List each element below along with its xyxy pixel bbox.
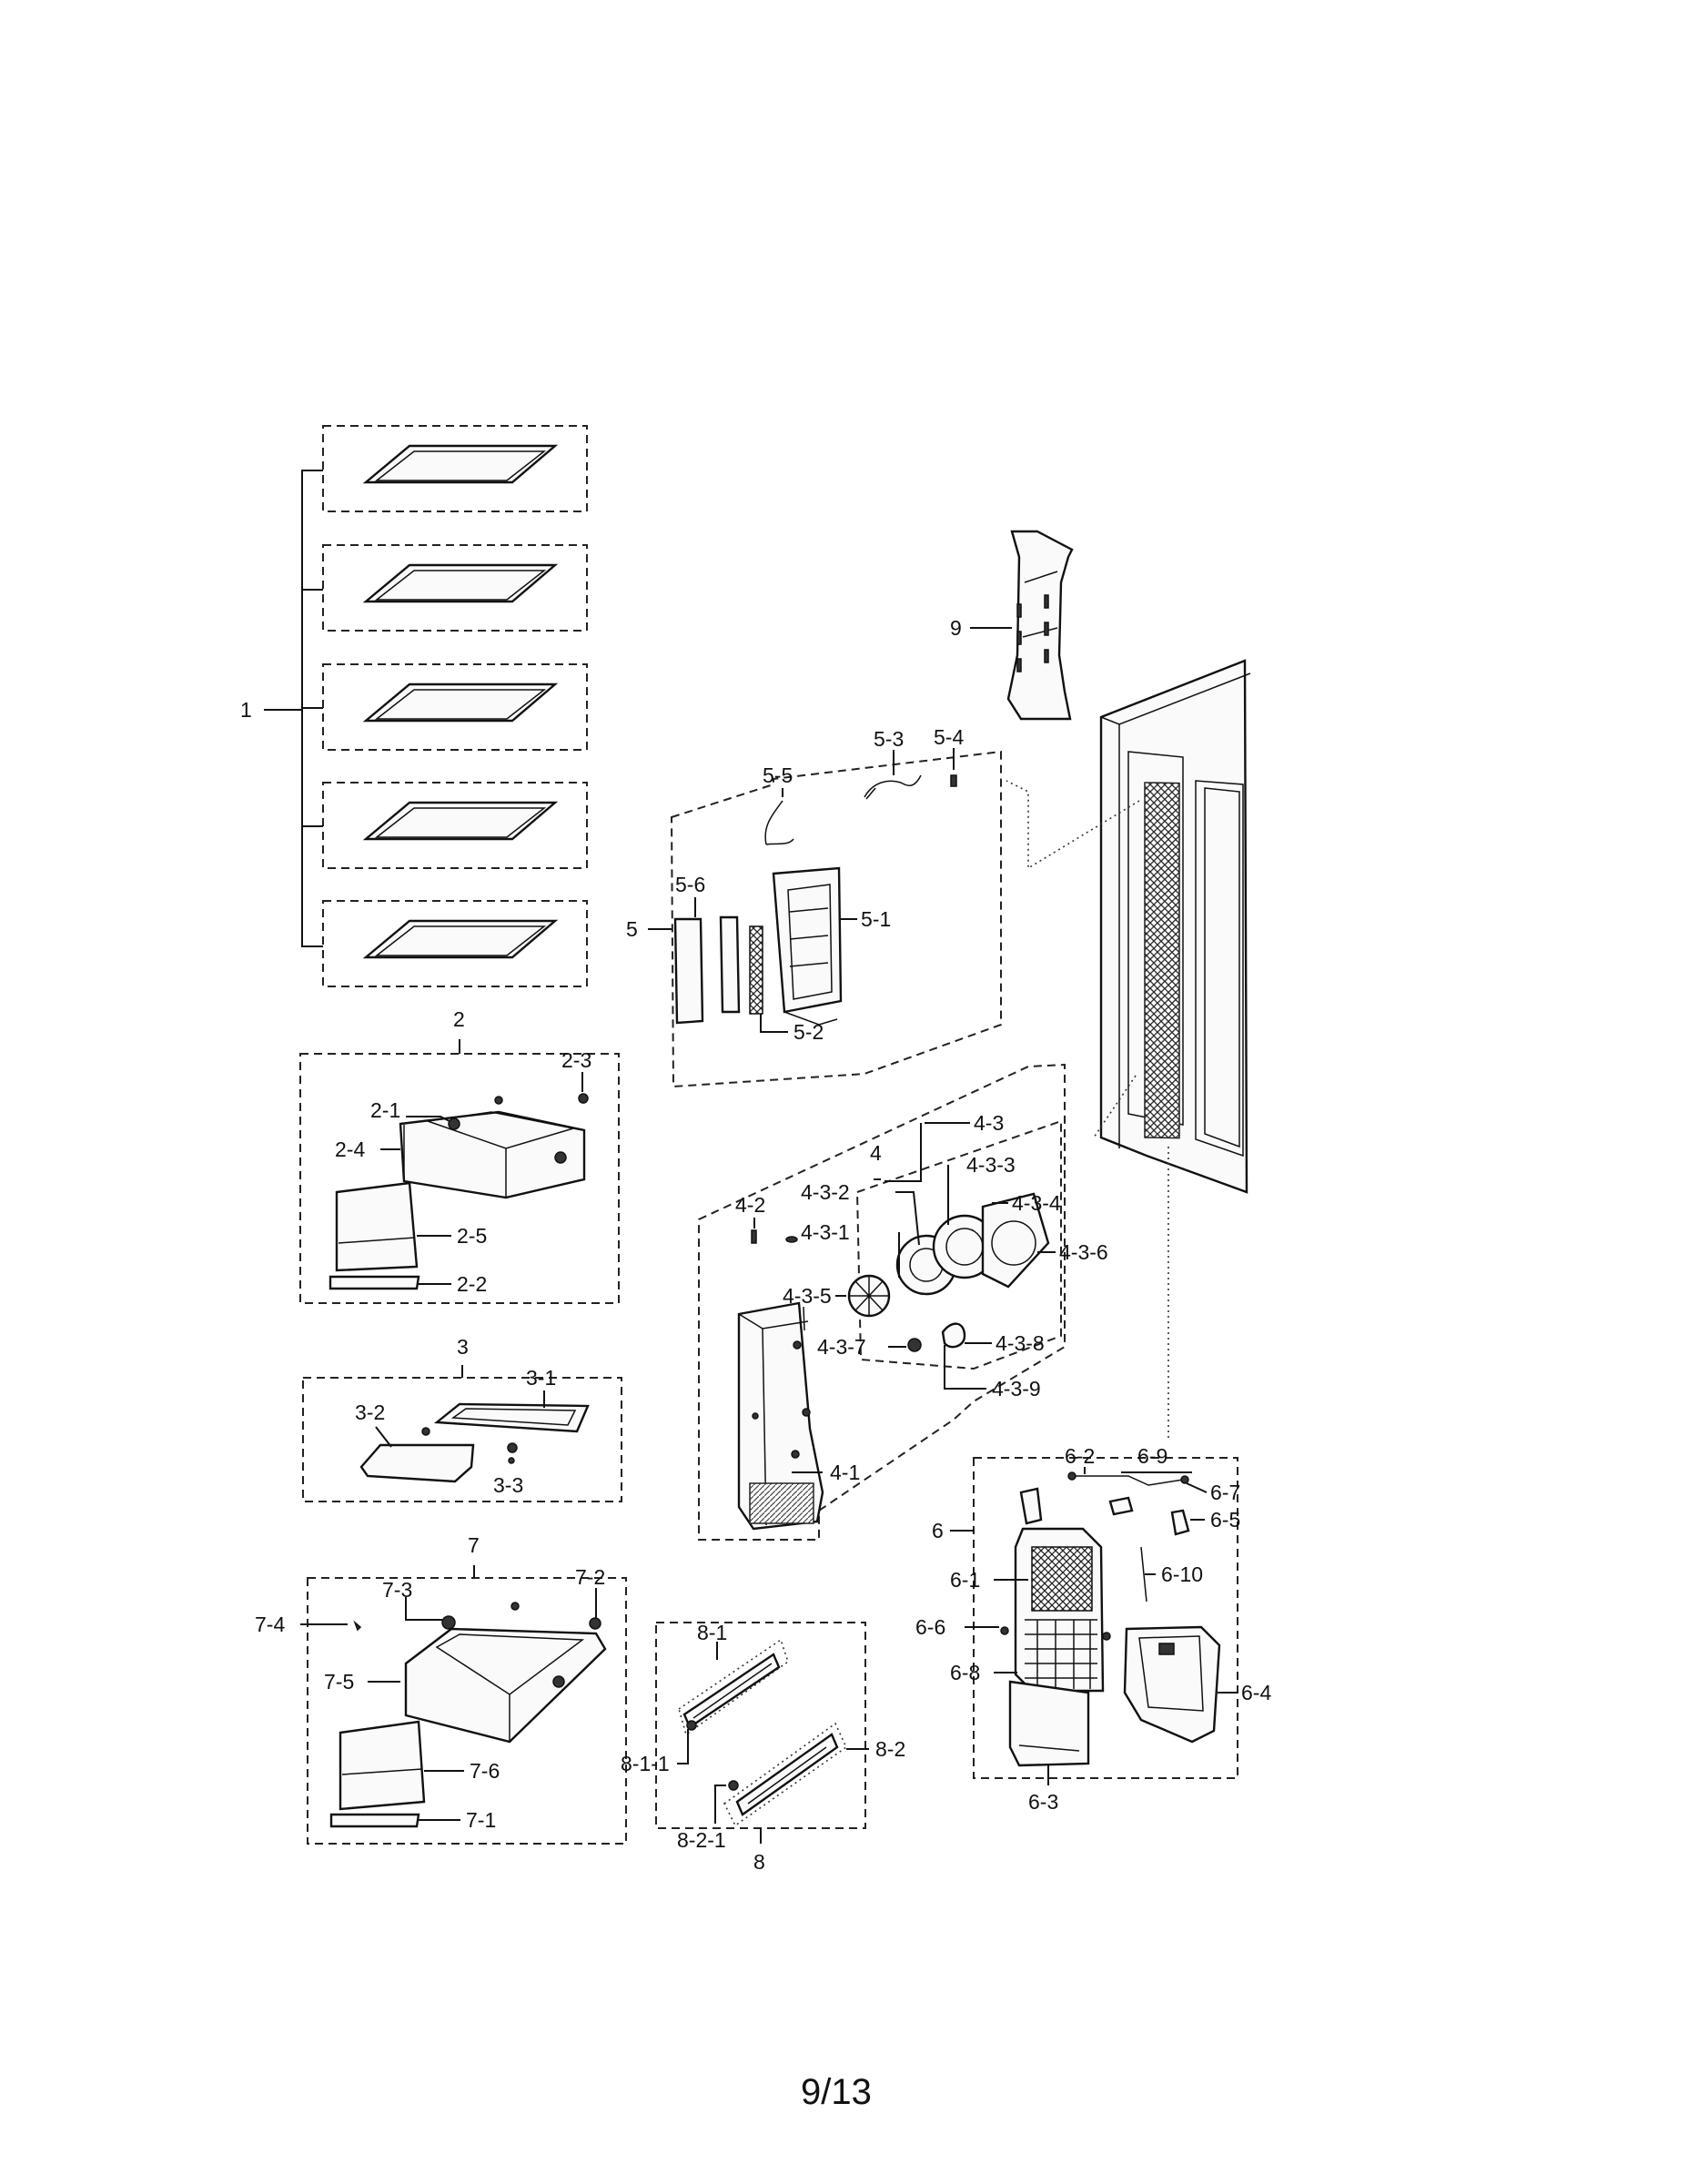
callout-7-1: 7-1: [466, 1808, 496, 1832]
callout-7-2: 7-2: [575, 1565, 605, 1589]
callout-4-3-3: 4-3-3: [966, 1153, 1016, 1177]
callout-6-2: 6-2: [1065, 1444, 1095, 1468]
assembly-6-group: 6 6-1 6-2 6-3 6-4 6-5 6-6 6-7 6-8 6-9 6-…: [915, 1444, 1271, 1814]
assembly-5-group: 5 5-1 5-2 5-3 5-4 5-5 5-6: [626, 725, 1002, 1088]
shelf-3: [322, 663, 588, 751]
callout-5-4: 5-4: [934, 725, 964, 749]
callout-2: 2: [453, 1007, 465, 1031]
callout-4-3-5: 4-3-5: [783, 1284, 832, 1308]
assembly-4-group: 4 4-1 4-2 4-3 4-3-1 4-3-2 4-3-3 4-3-4 4-…: [698, 1063, 1108, 1541]
callout-6: 6: [932, 1519, 944, 1542]
callout-6-7: 6-7: [1210, 1481, 1240, 1504]
crisper-drawer-group: 2 2-1 2-3 2-4 2-5 2-2: [299, 1007, 620, 1304]
callout-6-3: 6-3: [1028, 1790, 1058, 1814]
callout-3-2: 3-2: [355, 1400, 385, 1424]
callout-4-3-4: 4-3-4: [1012, 1191, 1061, 1215]
callout-5-2: 5-2: [793, 1020, 824, 1044]
fan-assembly: [847, 1192, 1050, 1352]
callout-4-3-8: 4-3-8: [996, 1331, 1045, 1355]
shelf-group: 1: [240, 425, 588, 987]
tray-group: 3 3-1 3-2 3-3: [302, 1335, 622, 1502]
callout-7-6: 7-6: [470, 1759, 500, 1783]
callout-9: 9: [950, 616, 962, 640]
shelf-1: [322, 425, 588, 512]
callout-4-3-6: 4-3-6: [1059, 1240, 1108, 1264]
callout-7: 7: [468, 1533, 480, 1557]
callout-5-1: 5-1: [861, 907, 891, 931]
rail-group: 8 8-1 8-1-1 8-2 8-2-1: [621, 1621, 905, 1874]
callout-8-1: 8-1: [697, 1621, 727, 1644]
refrigerator-cabinet: [1006, 659, 1251, 1438]
callout-6-10: 6-10: [1161, 1562, 1203, 1586]
callout-7-4: 7-4: [255, 1613, 285, 1636]
callout-5-3: 5-3: [874, 727, 904, 751]
callout-4-3-9: 4-3-9: [992, 1377, 1041, 1400]
callout-8: 8: [753, 1850, 765, 1874]
callout-7-5: 7-5: [324, 1670, 354, 1694]
shelf-5: [322, 900, 588, 987]
callout-4-3: 4-3: [974, 1111, 1004, 1135]
callout-6-9: 6-9: [1137, 1444, 1167, 1468]
shelf-4: [322, 782, 588, 869]
callout-4-2: 4-2: [735, 1193, 765, 1217]
callout-4-3-2: 4-3-2: [801, 1180, 850, 1204]
callout-6-6: 6-6: [915, 1615, 945, 1639]
callout-3-3: 3-3: [493, 1473, 523, 1497]
callout-2-5: 2-5: [457, 1224, 487, 1248]
callout-6-1: 6-1: [950, 1568, 980, 1592]
duct-group: 9: [950, 530, 1074, 721]
callout-2-1: 2-1: [370, 1098, 400, 1122]
callout-3-1: 3-1: [526, 1366, 556, 1390]
callout-4-3-1: 4-3-1: [801, 1220, 850, 1244]
callout-8-2-1: 8-2-1: [677, 1828, 726, 1852]
callout-2-3: 2-3: [561, 1048, 591, 1072]
callout-4: 4: [870, 1141, 882, 1165]
callout-7-3: 7-3: [382, 1578, 412, 1602]
callout-4-3-7: 4-3-7: [817, 1335, 866, 1359]
callout-8-2: 8-2: [875, 1737, 905, 1761]
callout-6-8: 6-8: [950, 1661, 980, 1684]
callout-5-6: 5-6: [675, 873, 705, 896]
callout-1: 1: [240, 698, 252, 722]
vegetable-drawer-group: 7 7-2 7-3 7-4 7-5 7-6 7-1: [255, 1533, 627, 1845]
callout-6-5: 6-5: [1210, 1508, 1240, 1532]
callout-3: 3: [457, 1335, 469, 1359]
callout-4-1: 4-1: [830, 1461, 860, 1484]
callout-5-5: 5-5: [763, 763, 793, 787]
page-number: 9/13: [801, 2072, 872, 2112]
shelf-2: [322, 544, 588, 632]
callout-5: 5: [626, 917, 638, 941]
callout-8-1-1: 8-1-1: [621, 1752, 670, 1775]
callout-2-4: 2-4: [335, 1138, 365, 1161]
callout-6-4: 6-4: [1241, 1681, 1271, 1704]
callout-2-2: 2-2: [457, 1272, 487, 1296]
